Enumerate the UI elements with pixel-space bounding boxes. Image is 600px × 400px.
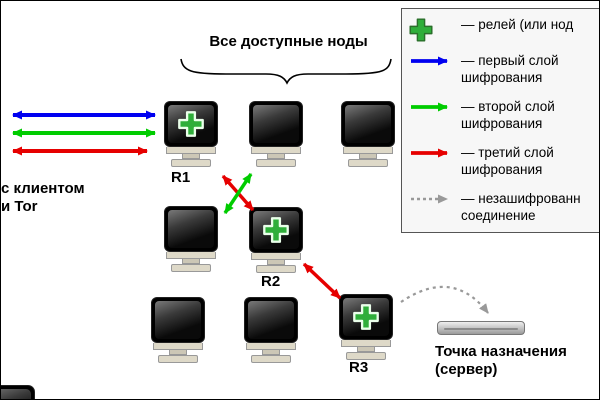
unencrypted-arrow-icon [409, 190, 461, 210]
third-layer-arrow [221, 174, 255, 212]
client-label: с клиентом и Tor [1, 180, 85, 216]
node-monitor-r1 [164, 101, 218, 167]
legend-label-line2: шифрования [461, 116, 543, 131]
first-layer-arrow-icon [409, 52, 461, 72]
monitor-screen [249, 101, 303, 147]
node-monitor [244, 297, 298, 363]
monitor-screen [151, 297, 205, 343]
legend-item-second-layer: — второй слой шифрования [409, 98, 599, 144]
monitor-bezel [246, 343, 296, 350]
monitor-base [256, 159, 296, 167]
monitor-neck [357, 347, 375, 352]
relay-plus-icon [165, 102, 217, 146]
monitor-base [171, 264, 211, 272]
legend-label-line2: шифрования [461, 162, 543, 177]
monitor-bezel [251, 147, 301, 154]
node-label-r1: R1 [171, 169, 191, 186]
node-monitor-r2 [249, 207, 303, 273]
relay-plus-icon [409, 16, 461, 47]
node-label-r3: R3 [349, 359, 369, 376]
legend: — релей (или нод — первый слой шифровани… [401, 8, 599, 236]
relay-plus-icon [250, 208, 302, 252]
legend-label: — второй слой шифрования [461, 98, 555, 132]
node-label-r2: R2 [261, 273, 281, 290]
legend-label-line1: — второй слой [461, 99, 555, 114]
legend-label: — первый слой шифрования [461, 52, 559, 86]
legend-label-line2: соединение [461, 208, 536, 223]
monitor-base [251, 355, 291, 363]
third-layer-arrow-icon [409, 144, 461, 164]
monitor-neck [267, 260, 285, 265]
unencrypted-arrow [400, 285, 489, 314]
second-layer-arrow-icon [409, 98, 461, 118]
monitor-neck [169, 350, 187, 355]
destination-label: Точка назначения (сервер) [435, 343, 567, 379]
client-label-line2: и Tor [1, 198, 38, 215]
cutoff-monitor [1, 385, 35, 399]
monitor-neck [182, 259, 200, 264]
legend-item-unencrypted: — незашифрованн соединение [409, 190, 599, 236]
monitor-bezel [343, 147, 393, 154]
legend-item-first-layer: — первый слой шифрования [409, 52, 599, 98]
monitor-neck [359, 154, 377, 159]
diagram-title: Все доступные ноды [209, 33, 368, 50]
legend-label: — незашифрованн соединение [461, 190, 581, 224]
node-monitor-r3 [339, 294, 393, 360]
legend-label-line1: — первый слой [461, 53, 559, 68]
monitor-screen [164, 101, 218, 147]
legend-item-third-layer: — третий слой шифрования [409, 144, 599, 190]
node-monitor [341, 101, 395, 167]
monitor-bezel [166, 252, 216, 259]
monitor-base [171, 159, 211, 167]
legend-item-relay: — релей (или нод [409, 16, 599, 52]
destination-label-line1: Точка назначения [435, 343, 567, 360]
second-layer-arrow [223, 173, 253, 214]
client-label-line1: с клиентом [1, 180, 85, 197]
monitor-base [346, 352, 386, 360]
legend-label-line1: — третий слой [461, 145, 554, 160]
legend-label-line1: — релей (или нод [461, 17, 574, 32]
legend-label: — третий слой шифрования [461, 144, 554, 178]
monitor-screen [339, 294, 393, 340]
node-monitor [164, 206, 218, 272]
monitor-base [348, 159, 388, 167]
relay-plus-icon [340, 295, 392, 339]
node-monitor [151, 297, 205, 363]
monitor-screen [341, 101, 395, 147]
monitor-neck [262, 350, 280, 355]
monitor-screen [164, 206, 218, 252]
legend-label-line2: шифрования [461, 70, 543, 85]
monitor-base [256, 265, 296, 273]
monitor-bezel [251, 253, 301, 260]
legend-label: — релей (или нод [461, 16, 573, 33]
server-icon [437, 321, 525, 335]
monitor-bezel [166, 147, 216, 154]
destination-label-line2: (сервер) [435, 361, 498, 378]
monitor-bezel [153, 343, 203, 350]
legend-label-line1: — незашифрованн [461, 191, 581, 206]
brace-icon [180, 58, 392, 85]
node-monitor [249, 101, 303, 167]
monitor-screen [244, 297, 298, 343]
third-layer-arrow [302, 262, 342, 300]
monitor-bezel [341, 340, 391, 347]
monitor-neck [182, 154, 200, 159]
monitor-neck [267, 154, 285, 159]
monitor-base [158, 355, 198, 363]
monitor-screen [249, 207, 303, 253]
